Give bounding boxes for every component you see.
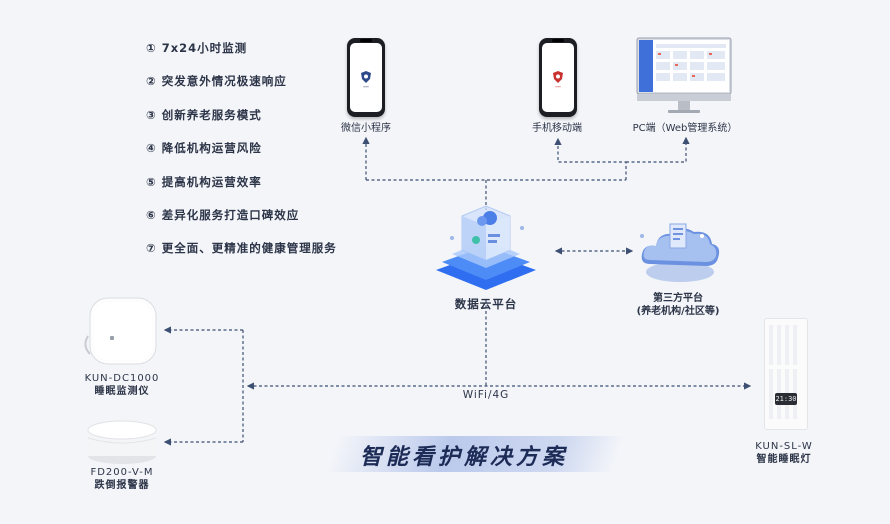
dc1000-label: KUN-DC1000 睡眠监测仪 xyxy=(76,372,168,398)
feature-item: ④ 降低机构运营风险 xyxy=(146,141,262,155)
wechat-label: 微信小程序 xyxy=(341,123,391,134)
pc-link xyxy=(626,136,690,163)
dc1000-name: 睡眠监测仪 xyxy=(94,386,150,397)
page-title: 智能看护解决方案 xyxy=(360,445,569,470)
feature-item: ⑦ 更全面、更精准的健康管理服务 xyxy=(146,241,337,255)
feature-item: ⑤ 提高机构运营效率 xyxy=(146,175,262,189)
feature-item: ① 7x24小时监测 xyxy=(146,41,248,55)
sleep-monitor-device-icon xyxy=(84,297,157,365)
fd200-label: FD200-V-M 跌倒报警器 xyxy=(76,466,168,492)
lamp-name: 智能睡眠灯 xyxy=(756,454,812,465)
fall-alarm-device-icon xyxy=(87,420,157,464)
third-party-label: 第三方平台 (养老机构/社区等) xyxy=(616,292,740,318)
pc-monitor-icon xyxy=(636,37,732,113)
pc-label: PC端（Web管理系统） xyxy=(632,123,738,134)
mobile-label: 手机移动端 xyxy=(532,123,582,134)
red-shield-logo-icon xyxy=(553,71,563,83)
third-party-subtitle: (养老机构/社区等) xyxy=(636,306,720,317)
lamp-model: KUN-SL-W xyxy=(755,441,813,452)
cloud-label: 数据云平台 xyxy=(454,297,518,311)
third-party-cloud-icon xyxy=(640,223,720,282)
dc1000-model: KUN-DC1000 xyxy=(84,373,160,384)
mobile-link xyxy=(554,137,627,180)
network-label: WiFi/4G xyxy=(462,389,510,401)
third-party-title: 第三方平台 xyxy=(653,293,703,304)
feature-item: ② 突发意外情况极速响应 xyxy=(146,74,287,88)
lamp-clock-display: 21:30 xyxy=(775,393,797,405)
lamp-label: KUN-SL-W 智能睡眠灯 xyxy=(738,440,830,466)
feature-item: ③ 创新养老服务模式 xyxy=(146,108,262,122)
mobile-phone-icon: ━━━ xyxy=(539,38,577,117)
shield-logo-icon xyxy=(361,71,371,83)
fd200-model: FD200-V-M xyxy=(90,467,154,478)
data-cloud-platform-icon xyxy=(436,205,536,290)
fd200-name: 跌倒报警器 xyxy=(94,480,150,491)
wechat-phone-icon: ━━━ xyxy=(347,38,385,117)
sleep-lamp-device-icon: 21:30 xyxy=(764,318,808,430)
feature-item: ⑥ 差异化服务打造口碑效应 xyxy=(146,208,300,222)
